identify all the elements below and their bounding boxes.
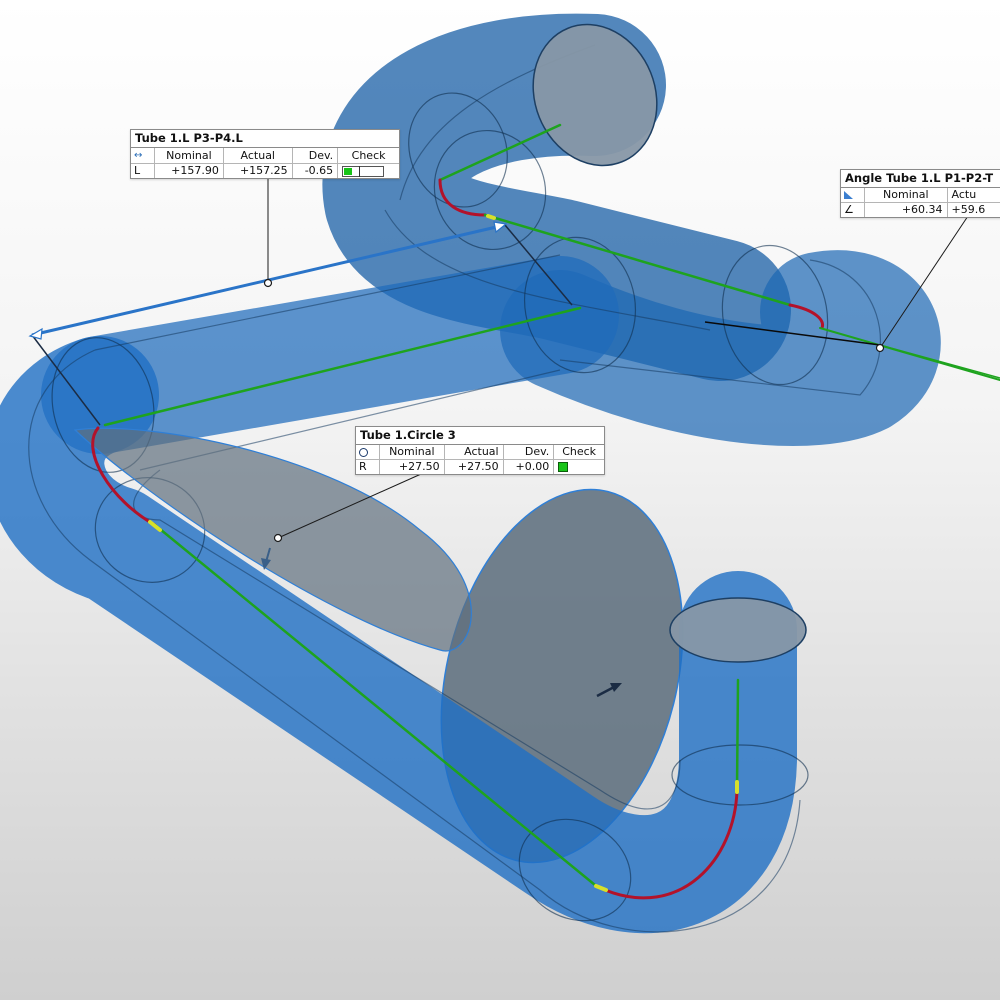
tolerance-bar-icon: [338, 164, 399, 179]
header-actual: Actual: [223, 148, 293, 164]
nominal-value: +27.50: [379, 459, 445, 474]
header-actual: Actual: [444, 445, 504, 460]
header-check: Check: [553, 445, 604, 460]
leader-anchor-points: [263, 278, 885, 543]
actual-value: +27.50: [444, 459, 504, 474]
header-actual: Actu: [947, 188, 1000, 203]
leader-lines: [267, 175, 971, 539]
angle-leg-lines: [704, 321, 1000, 379]
tube-end-cap-right[interactable]: [669, 597, 807, 663]
length-icon: ↔: [131, 148, 155, 164]
header-nominal: Nominal: [864, 188, 948, 203]
nominal-value: +60.34: [864, 202, 948, 217]
callout-title: Tube 1.Circle 3: [356, 427, 604, 445]
tube-end-cap-top[interactable]: [512, 6, 677, 184]
plane-normal-arrow-small-icon[interactable]: [261, 547, 271, 570]
check-ok-icon: [554, 460, 604, 475]
row-label: ∠: [841, 202, 865, 217]
row-label: L: [131, 163, 155, 178]
header-dev: Dev.: [292, 148, 339, 164]
header-dev: Dev.: [503, 445, 555, 460]
nominal-value: +157.90: [154, 163, 224, 178]
tube-body[interactable]: [0, 13, 941, 934]
circle-icon: [356, 445, 380, 460]
circle-callout[interactable]: Tube 1.Circle 3 Nominal Actual Dev. Chec…: [355, 426, 605, 475]
row-label: R: [356, 459, 380, 474]
section-plane-small[interactable]: [73, 427, 472, 652]
deviation-value: -0.65: [292, 163, 339, 178]
tube-centerline[interactable]: [91, 123, 1000, 900]
actual-value: +59.6: [951, 203, 986, 216]
angle-icon: [841, 188, 865, 203]
callout-title: Angle Tube 1.L P1-P2-T: [841, 170, 1000, 188]
tube-outlines: [28, 44, 881, 933]
plane-normal-arrow-icon[interactable]: [596, 683, 622, 698]
actual-value: +157.25: [223, 163, 293, 178]
header-nominal: Nominal: [154, 148, 224, 164]
angle-callout[interactable]: Angle Tube 1.L P1-P2-T Nominal Actu ∠ +6…: [840, 169, 1000, 218]
callout-title: Tube 1.L P3-P4.L: [131, 130, 399, 148]
header-nominal: Nominal: [379, 445, 445, 460]
header-check: Check: [337, 148, 399, 164]
deviation-value: +0.00: [503, 459, 555, 474]
length-callout[interactable]: Tube 1.L P3-P4.L ↔ Nominal Actual Dev. C…: [130, 129, 400, 179]
